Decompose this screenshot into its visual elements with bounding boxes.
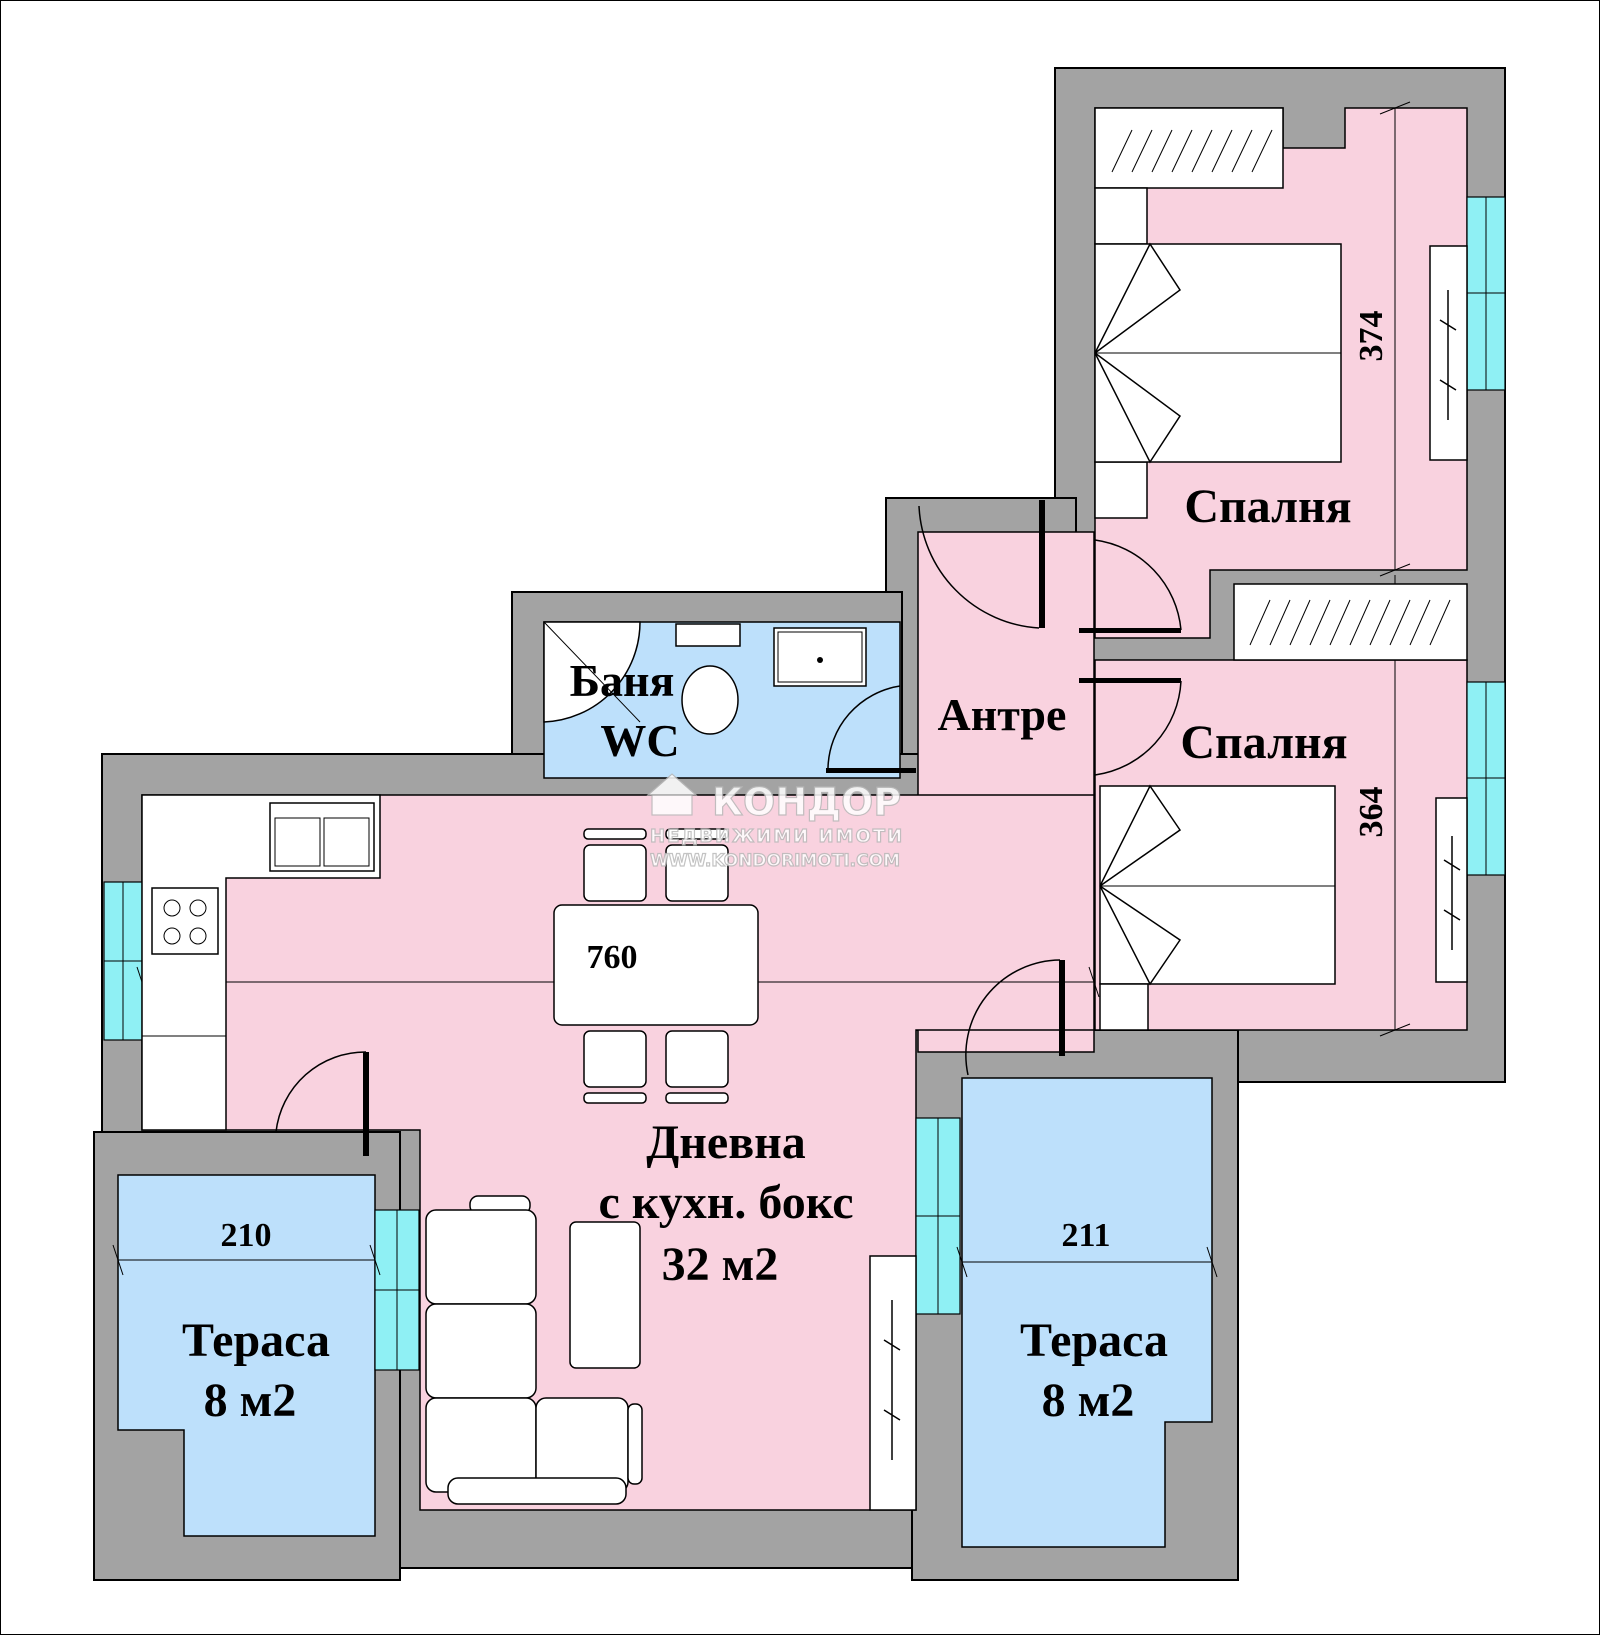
watermark-subtitle: НЕДВИЖИМИ ИМОТИ: [650, 826, 904, 847]
terrace-left-label-1: Тераса: [182, 1314, 330, 1367]
watermark-brand: КОНДОР: [712, 780, 901, 824]
dining-chair-2: [665, 844, 729, 902]
terrace-left-floor: [117, 1174, 376, 1537]
dining-chair-4: [665, 1030, 729, 1088]
kitchen-hob: [151, 887, 219, 955]
bed-top-pillows: [1094, 242, 1182, 464]
kitchen-counter: [141, 794, 381, 1131]
bathroom-label-1: Баня: [570, 655, 675, 706]
watermark: КОНДОР НЕДВИЖИМИ ИМОТИ WWW.KONDORIMOTI.C…: [646, 773, 904, 872]
washbasin: [773, 627, 867, 687]
door-terrace-right-leaf: [1059, 960, 1065, 1056]
dim-living-width: 760: [587, 939, 638, 976]
door-terrace-right-swing: [965, 959, 1061, 1076]
bathroom-label-2: WC: [600, 715, 679, 766]
door-bathroom-swing: [827, 685, 901, 769]
nightstand-top-2: [1094, 461, 1148, 519]
sofa-front: [447, 1477, 627, 1505]
dining-chair-3: [583, 1030, 647, 1088]
door-entrance-leaf: [1039, 500, 1045, 628]
nightstand-top-1: [1094, 187, 1148, 245]
doors: [275, 500, 1182, 1156]
bedroom-bottom-furniture: [1099, 583, 1468, 1031]
bedroom-top-label: Спалня: [1184, 480, 1351, 533]
tv-unit-top: [1429, 245, 1468, 461]
dim-terrace-right-width: 211: [1061, 1217, 1110, 1254]
bedroom-top-furniture: [1094, 107, 1468, 519]
sofa-arm: [627, 1403, 643, 1485]
bed-bottom-pillows: [1099, 784, 1182, 986]
bedroom-bottom-label: Спалня: [1180, 716, 1347, 769]
terrace-right-floor: [961, 1077, 1213, 1548]
wardrobe-top: [1094, 107, 1284, 189]
kitchen-sink: [269, 802, 375, 872]
living-label-1: Дневна: [646, 1116, 806, 1169]
sofa-seat-2: [425, 1303, 537, 1399]
bathroom-furniture: [543, 621, 867, 735]
dim-bedroom-top-depth: 374: [1353, 311, 1390, 362]
door-bedroom-bottom-leaf: [1079, 678, 1181, 683]
windows: [103, 196, 1506, 1371]
dimension-labels: 760 374 364 210 211: [221, 311, 1391, 1255]
door-bathroom-leaf: [826, 768, 916, 773]
nightstand-bottom: [1099, 983, 1149, 1031]
toilet-bowl: [681, 665, 739, 735]
dim-bedroom-bottom-depth: 364: [1353, 787, 1390, 838]
dim-terrace-left-width: 210: [221, 1217, 272, 1254]
toilet-tank: [675, 623, 741, 647]
door-entrance-swing: [918, 505, 1040, 629]
sofa-seat-1: [425, 1209, 537, 1305]
living-furniture: [141, 794, 917, 1511]
dining-chair-1: [583, 844, 647, 902]
door-bedroom-top-swing: [1094, 539, 1182, 631]
room-labels: Баня WC Антре Спалня Спалня Дневна с кух…: [182, 480, 1352, 1427]
door-bedroom-bottom-swing: [1094, 680, 1182, 776]
watermark-url: WWW.KONDORIMOTI.COM: [650, 851, 900, 871]
door-terrace-left-leaf: [363, 1052, 369, 1156]
tv-unit-living: [869, 1255, 917, 1511]
entrance-label: Антре: [938, 689, 1067, 740]
door-bedroom-top-leaf: [1079, 628, 1181, 633]
terrace-right-label-1: Тераса: [1020, 1314, 1168, 1367]
door-terrace-left-swing: [275, 1051, 367, 1133]
dining-table: [553, 904, 759, 1026]
terrace-right-area: 8 м2: [1042, 1374, 1135, 1427]
living-area-label: 32 м2: [662, 1238, 779, 1291]
wardrobe-bottom: [1233, 583, 1468, 661]
living-label-2: с кухн. бокс: [598, 1176, 853, 1229]
terrace-left-area: 8 м2: [204, 1374, 297, 1427]
coffee-table: [569, 1221, 641, 1369]
